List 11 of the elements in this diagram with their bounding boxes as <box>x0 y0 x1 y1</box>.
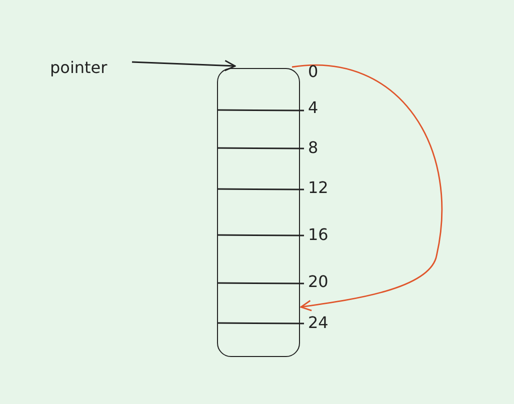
offset-label: 4 <box>308 99 318 117</box>
offset-label: 16 <box>308 226 328 244</box>
offset-label: 12 <box>308 179 328 197</box>
offset-label: 8 <box>308 139 318 157</box>
pointer-text: pointer <box>50 58 108 77</box>
offset-label: 0 <box>308 63 318 81</box>
memory-block <box>217 68 300 357</box>
arrow <box>132 60 236 72</box>
offset-label: 20 <box>308 273 328 291</box>
arrow <box>292 64 443 312</box>
offset-label: 24 <box>308 314 328 332</box>
